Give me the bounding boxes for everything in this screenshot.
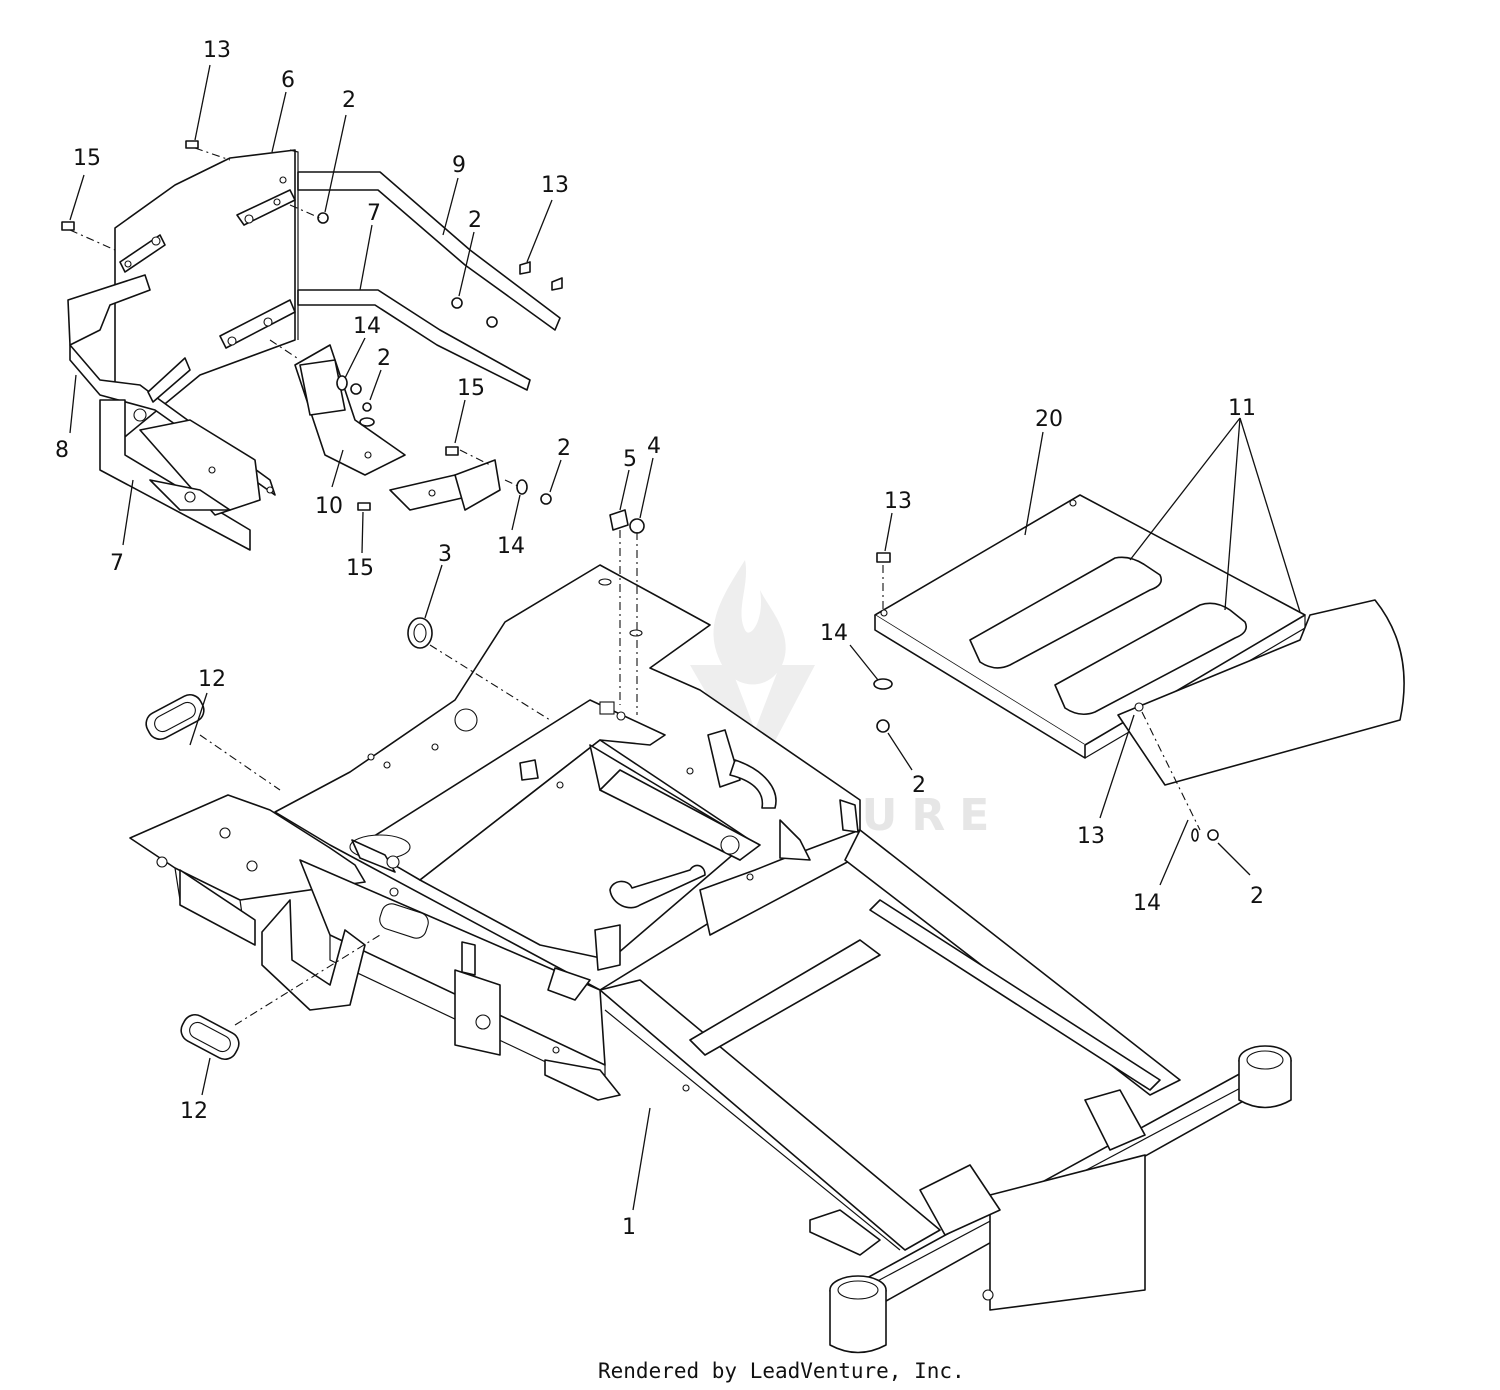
callout-14: 14 [1133,891,1161,916]
callout-12: 12 [198,667,226,692]
callout-7: 7 [110,551,124,576]
callout-20: 20 [1035,407,1063,432]
callout-2: 2 [342,88,356,113]
callout-14: 14 [820,621,848,646]
callout-3: 3 [438,542,452,567]
callout-4: 4 [647,434,661,459]
callout-11: 11 [1228,396,1256,421]
callout-2: 2 [557,436,571,461]
callout-2: 2 [912,773,926,798]
callout-15: 15 [73,146,101,171]
rendered-by-footer: Rendered by LeadVenture, Inc. [598,1359,965,1383]
part-1-main-frame [129,564,1292,1354]
slotted-straps [119,189,296,403]
callout-2: 2 [468,208,482,233]
watermark-v-icon [690,665,815,760]
hardware [61,140,645,649]
callout-13: 13 [884,489,912,514]
callout-2: 2 [1250,884,1264,909]
seat-hardware [873,552,1219,842]
callout-8: 8 [55,438,69,463]
watermark-flame-icon [713,560,786,685]
callout-13: 13 [203,38,231,63]
callout-5: 5 [623,447,637,472]
callout-labels: 13 6 2 15 9 13 7 2 14 2 8 15 10 2 7 14 1… [55,38,1264,1240]
part-20-seat-pan [874,494,1405,786]
callout-14: 14 [353,314,381,339]
part-7-upper-bracket [297,289,531,391]
callout-12: 12 [180,1099,208,1124]
callout-9: 9 [452,153,466,178]
part-10-brackets [294,344,501,511]
callout-13: 13 [1077,824,1105,849]
part-12-grommets [145,693,240,1061]
callout-1: 1 [622,1215,636,1240]
callout-13: 13 [541,173,569,198]
callout-6: 6 [281,68,295,93]
part-9-right-bracket [297,171,561,331]
callout-15: 15 [457,376,485,401]
callout-15: 15 [346,556,374,581]
callout-2: 2 [377,346,391,371]
callout-7: 7 [367,201,381,226]
part-7-lower-bracket [99,399,274,551]
callout-14: 14 [497,534,525,559]
leader-lines [69,64,1301,1211]
callout-10: 10 [315,494,343,519]
assembly-lines [69,147,1201,1026]
